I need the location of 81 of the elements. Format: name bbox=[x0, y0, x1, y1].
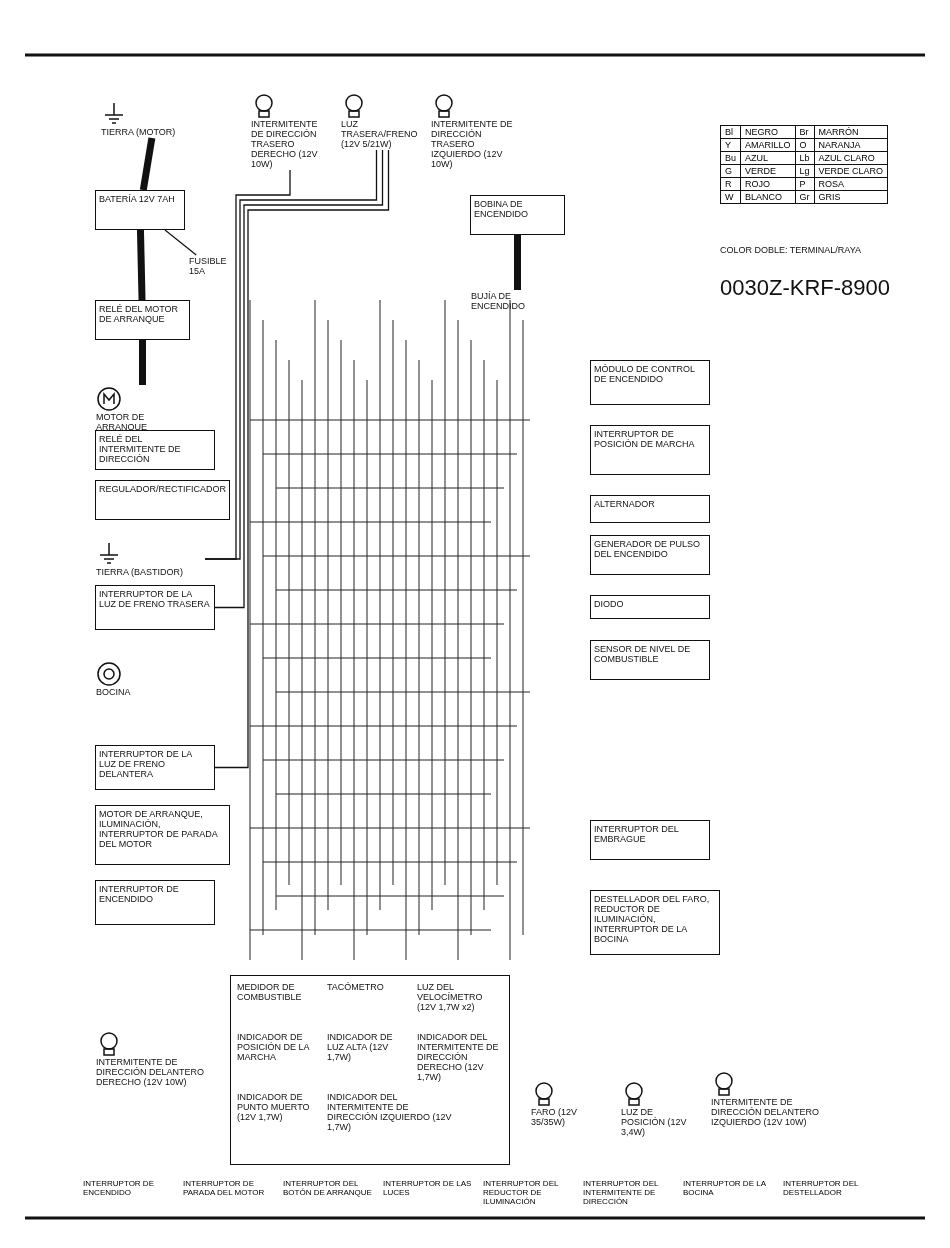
component-label: RELÉ DEL INTERMITENTE DE DIRECCIÓN bbox=[99, 434, 182, 464]
component-box bbox=[470, 195, 565, 235]
color-name-cell: MARRÓN bbox=[814, 125, 888, 139]
color-name-cell: ROJO bbox=[740, 177, 796, 191]
component-box bbox=[95, 880, 215, 925]
note-text: COLOR DOBLE: TERMINAL/RAYA bbox=[720, 245, 862, 255]
component-label: BOCINA bbox=[96, 687, 132, 697]
component-label: LUZ TRASERA/FRENO (12V 5/21W) bbox=[341, 119, 419, 149]
color-code-cell: G bbox=[720, 164, 741, 178]
battery-cable bbox=[139, 137, 156, 191]
lamp bbox=[430, 92, 515, 170]
component-label: BATERÍA 12V 7AH bbox=[99, 194, 176, 204]
part-number: 0030Z-KRF-8900 bbox=[720, 275, 890, 301]
color-name-cell: VERDE bbox=[740, 164, 796, 178]
component-label: INTERRUPTOR DE LA LUZ DE FRENO TRASERA bbox=[99, 589, 211, 609]
color-code-cell: Bu bbox=[720, 151, 741, 165]
color-code-cell: P bbox=[795, 177, 815, 191]
component-label: INTERRUPTOR DE LA LUZ DE FRENO DELANTERA bbox=[99, 749, 193, 779]
component-label: RELÉ DEL MOTOR DE ARRANQUE bbox=[99, 304, 180, 324]
component-label: BUJÍA DE ENCENDIDO bbox=[471, 291, 526, 311]
component-box bbox=[95, 745, 215, 790]
instrument-panel: MEDIDOR DE COMBUSTIBLE TACÓMETRO LUZ DEL VELOCÍMETRO (12V 1,7W x2) INDICADOR DE POSICIÓN DE LA MARCHA INDICADOR DE LUZ ALTA (12V 1,7W) INDICADOR DEL INTERMITENTE DE DIRECCIÓN DERECHO (12V 1,7W) INDICADOR DE PUNTO MUERTO (12V 1,7W) INDICADOR DEL INTERMITENTE DE DIRECCIÓN IZQUIERDO (12V 1,7W) bbox=[230, 975, 510, 1165]
component-label: TIERRA (BASTIDOR) bbox=[96, 567, 184, 577]
component-box bbox=[590, 425, 710, 475]
component-label: SENSOR DE NIVEL DE COMBUSTIBLE bbox=[594, 644, 692, 664]
component-label: DIODO bbox=[594, 599, 625, 609]
color-name-cell: NEGRO bbox=[740, 125, 796, 139]
component-box bbox=[95, 805, 230, 865]
wire bbox=[204, 149, 378, 560]
color-code-cell: Bl bbox=[720, 125, 741, 139]
component-box bbox=[95, 190, 185, 230]
color-code-cell: W bbox=[720, 190, 741, 204]
component-label: FARO (12V 35/35W) bbox=[531, 1107, 578, 1127]
component-label: INTERMITENTE DE DIRECCIÓN TRASERO IZQUIERDO (12V 10W) bbox=[431, 119, 514, 169]
component-box bbox=[590, 820, 710, 860]
component-label: BOBINA DE ENCENDIDO bbox=[474, 199, 529, 219]
component-label: REGULADOR/RECTIFICADOR bbox=[99, 484, 226, 494]
component-box bbox=[590, 595, 710, 619]
color-code-cell: O bbox=[795, 138, 815, 152]
component-label: TIERRA (MOTOR) bbox=[101, 127, 177, 137]
wire bbox=[164, 229, 197, 256]
color-name-cell: AZUL CLARO bbox=[814, 151, 888, 165]
wire bbox=[214, 149, 390, 769]
component-label: DESTELLADOR DEL FARO, REDUCTOR DE ILUMINACIÓN, INTERRUPTOR DE LA BOCINA bbox=[594, 894, 711, 944]
component-box bbox=[590, 890, 720, 955]
color-name-cell: AMARILLO bbox=[740, 138, 796, 152]
component-box bbox=[95, 480, 230, 520]
component-label: INTERRUPTOR DE POSICIÓN DE MARCHA bbox=[594, 429, 696, 449]
component-box bbox=[95, 430, 215, 470]
color-name-cell: AZUL bbox=[740, 151, 796, 165]
component-label: INTERRUPTOR DE ENCENDIDO bbox=[99, 884, 180, 904]
component-box bbox=[590, 495, 710, 523]
color-name-cell: VERDE CLARO bbox=[814, 164, 888, 178]
component-label: INTERMITENTE DE DIRECCIÓN DELANTERO IZQUIERDO (12V 10W) bbox=[711, 1097, 820, 1127]
component-label: GENERADOR DE PULSO DEL ENCENDIDO bbox=[594, 539, 702, 559]
color-name-cell: ROSA bbox=[814, 177, 888, 191]
component-box bbox=[95, 585, 215, 630]
color-code-cell: Gr bbox=[795, 190, 815, 204]
component-label: FUSIBLE 15A bbox=[189, 256, 228, 276]
component-label: MOTOR DE ARRANQUE bbox=[96, 412, 148, 432]
color-name-cell: GRIS bbox=[814, 190, 888, 204]
color-name-cell: BLANCO bbox=[740, 190, 796, 204]
component-label: INTERRUPTOR DEL EMBRAGUE bbox=[594, 824, 680, 844]
color-code-cell: R bbox=[720, 177, 741, 191]
component-box bbox=[590, 535, 710, 575]
color-code-cell: Lb bbox=[795, 151, 815, 165]
battery-cable bbox=[136, 229, 146, 301]
component-label: MOTOR DE ARRANQUE, ILUMINACIÓN, INTERRUPTOR DE PARADA DEL MOTOR bbox=[99, 809, 219, 849]
color-code-cell: Br bbox=[795, 125, 815, 139]
component-label: ALTERNADOR bbox=[594, 499, 656, 509]
color-code-cell: Lg bbox=[795, 164, 815, 178]
component-box bbox=[590, 360, 710, 405]
color-code-cell: Y bbox=[720, 138, 741, 152]
component-label: INTERMITENTE DE DIRECCIÓN DELANTERO DERECHO (12V 10W) bbox=[96, 1057, 205, 1087]
component-box bbox=[95, 300, 190, 340]
component-label: LUZ DE POSICIÓN (12V 3,4W) bbox=[621, 1107, 688, 1137]
color-name-cell: NARANJA bbox=[814, 138, 888, 152]
component-label: INTERMITENTE DE DIRECCIÓN TRASERO DERECHO (12V 10W) bbox=[251, 119, 319, 169]
component-label: MÓDULO DE CONTROL DE ENCENDIDO bbox=[594, 364, 696, 384]
wire bbox=[214, 149, 384, 609]
component-box bbox=[590, 640, 710, 680]
